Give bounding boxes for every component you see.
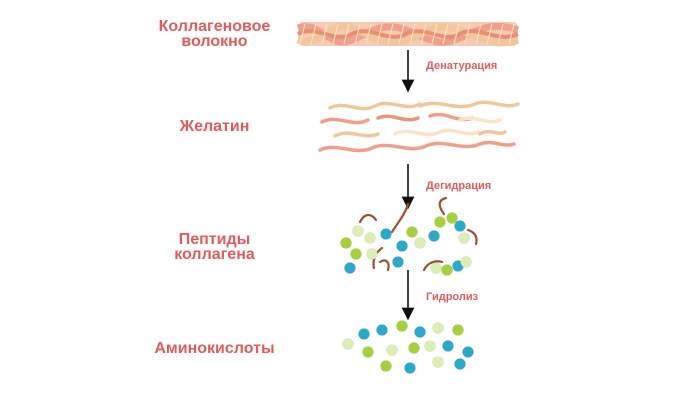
amino-acid-beads bbox=[342, 320, 474, 374]
collagen-fiber bbox=[296, 22, 520, 47]
label-amino-acids: Аминокислоты bbox=[154, 340, 275, 357]
step-denaturation: Денатурация bbox=[426, 60, 498, 72]
label-collagen-line2: волокно bbox=[181, 33, 248, 50]
peptide-fragments bbox=[340, 196, 478, 276]
step-hydrolysis: Гидролиз bbox=[426, 291, 479, 303]
label-peptides-line2: коллагена bbox=[174, 246, 255, 263]
label-gelatin: Желатин bbox=[179, 118, 250, 135]
label-peptides-line1: Пептиды bbox=[178, 231, 251, 248]
label-collagen-line1: Коллагеновое bbox=[158, 18, 271, 35]
gelatin-strands bbox=[318, 100, 520, 153]
label-collagen-fiber: Коллагеновое волокно bbox=[142, 18, 287, 50]
step-dehydration: Дегидрация bbox=[426, 180, 492, 192]
label-collagen-peptides: Пептиды коллагена bbox=[142, 231, 287, 263]
